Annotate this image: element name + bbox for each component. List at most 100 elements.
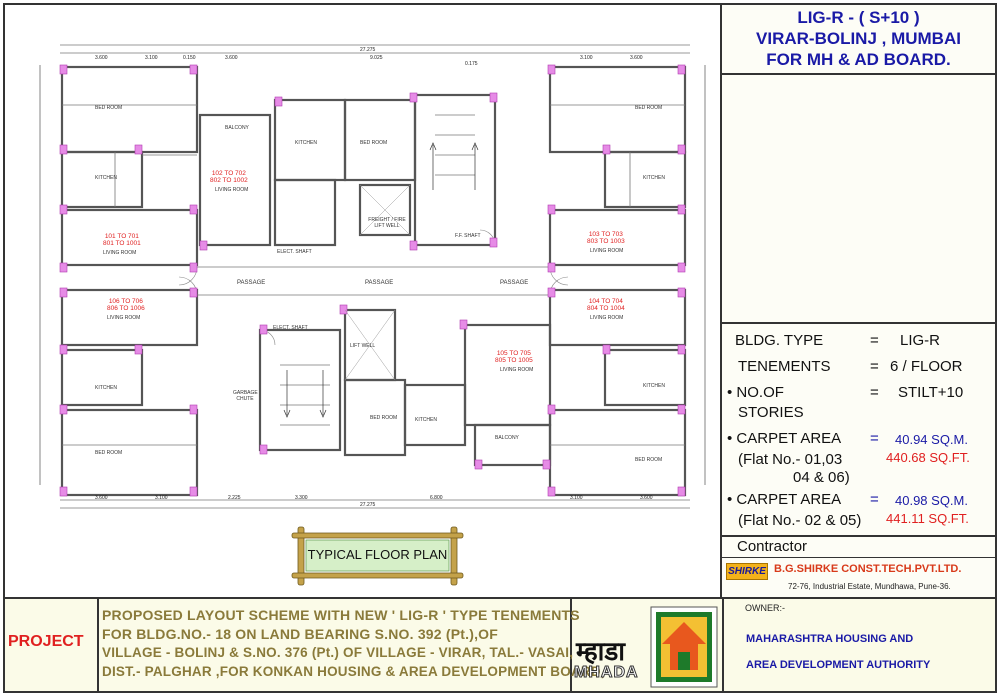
bottom-dim-6: 3.100 [570,495,583,501]
bottom-dim-7: 3.600 [640,495,653,501]
floor-plan-area: 27.275 27.275 3.600 3.100 0.150 3.600 9.… [5,5,720,597]
project-line-1: PROPOSED LAYOUT SCHEME WITH NEW ' LIG-R … [102,607,580,623]
room-balcony: BALCONY [225,125,249,131]
mhada-house-logo-icon [650,606,718,688]
stories-label-2: STORIES [738,404,804,421]
bottom-dim-4: 3.300 [295,495,308,501]
mhada-devanagari: म्हाडा [576,637,626,667]
floor-plan-caption: TYPICAL FLOOR PLAN [307,547,448,562]
bamboo-frame-icon [291,526,464,586]
top-dim-5: 9.025 [370,55,383,61]
eq-sign: = [870,491,879,508]
room-elect-shaft: ELECT. SHAFT [273,325,308,331]
band-divider [570,598,572,691]
shirke-logo: SHIRKE [726,563,768,580]
room-bed-room: BED ROOM [95,450,123,456]
room-living-room: LIVING ROOM [103,250,137,256]
room-bed-room: BED ROOM [360,140,388,146]
eq-sign: = [870,358,879,375]
top-dim-8: 3.600 [630,55,643,61]
contractor-address: 72-76, Industrial Estate, Mundhawa, Pune… [788,582,951,591]
project-label: PROJECT [8,633,84,650]
bottom-dim-1: 3.600 [95,495,108,501]
room-bed-room: BED ROOM [635,457,663,463]
bottom-dim-5: 6.800 [430,495,443,501]
carpet-area-1-sqm: 40.94 SQ.M. [895,432,968,447]
stories-value: STILT+10 [898,384,964,401]
room-kitchen: KITCHEN [643,175,665,181]
top-dim-2: 3.100 [145,55,158,61]
floor-plan-caption-sign: TYPICAL FLOOR PLAN [290,525,465,587]
eq-sign: = [870,384,879,401]
top-dim-7: 3.100 [580,55,593,61]
room-fire-lift: FREIGHT / FIRE LIFT WELL [368,217,406,229]
owner-line-1: MAHARASHTRA HOUSING AND [746,633,914,645]
room-garbage-chute: GARBAGE CHUTE [233,390,258,402]
eq-sign: = [870,430,879,447]
carpet-area-2-sqm: 40.98 SQ.M. [895,493,968,508]
title-line-2: VIRAR-BOLINJ , MUMBAI [756,29,961,48]
room-kitchen: KITCHEN [95,175,117,181]
project-title-box: LIG-R - ( S+10 ) VIRAR-BOLINJ , MUMBAI F… [722,5,995,75]
bottom-dim-3: 2.225 [228,495,241,501]
bottom-dim-2: 3.100 [155,495,168,501]
room-lift-well: LIFT WELL [350,343,376,349]
carpet-area-2-flats: (Flat No.- 02 & 05) [738,512,862,529]
project-line-3: VILLAGE - BOLINJ & S.NO. 376 (Pt.) OF VI… [102,645,574,660]
eq-sign: = [870,332,879,349]
carpet-area-2-sqft: 441.11 SQ.FT. [886,511,969,526]
room-bed-room: BED ROOM [95,105,123,111]
contractor-heading: Contractor [737,538,808,555]
room-living-room: LIVING ROOM [500,367,534,373]
room-living-room: LIVING ROOM [215,187,249,193]
room-ff-shaft: F.F. SHAFT [455,233,481,239]
room-kitchen: KITCHEN [415,417,437,423]
contractor-divider [722,557,995,558]
title-line-1: LIG-R - ( S+10 ) [797,8,920,27]
tenements-value: 6 / FLOOR [890,358,963,375]
room-kitchen: KITCHEN [295,140,317,146]
overall-width-dim: 27.275 [360,47,376,53]
bldg-type-label: BLDG. TYPE [735,332,824,349]
room-passage: PASSAGE [237,280,266,286]
carpet-area-1-sqft: 440.68 SQ.FT. [886,450,970,465]
top-dim-4: 3.600 [225,55,238,61]
band-divider [722,598,724,691]
owner-line-2: AREA DEVELOPMENT AUTHORITY [746,659,931,671]
room-living-room: LIVING ROOM [107,315,141,321]
mhada-latin: MHADA [574,664,639,682]
carpet-area-1-flats-2: 04 & 06) [793,469,850,486]
room-living-room: LIVING ROOM [590,248,624,254]
title-line-3: FOR MH & AD BOARD. [766,50,951,69]
band-divider [97,598,99,691]
floor-plan-drawing [39,44,706,509]
room-kitchen: KITCHEN [643,383,665,389]
room-elect-shaft: ELECT. SHAFT [277,249,312,255]
carpet-area-1-label: • CARPET AREA [727,430,842,447]
spec-divider [722,322,995,324]
room-passage: PASSAGE [500,280,529,286]
room-kitchen: KITCHEN [95,385,117,391]
project-line-2: FOR BLDG.NO.- 18 ON LAND BEARING S.NO. 3… [102,626,499,642]
title-block-panel [720,5,995,597]
project-line-4: DIST.- PALGHAR ,FOR KONKAN HOUSING & ARE… [102,664,605,679]
room-balcony: BALCONY [495,435,519,441]
carpet-area-1-flats: (Flat No.- 01,03 [738,451,843,468]
room-passage: PASSAGE [365,280,394,286]
owner-label: OWNER:- [745,603,785,613]
top-dim-3: 0.150 [183,55,196,61]
room-bed-room: BED ROOM [635,105,663,111]
top-dim-6: 0.175 [465,61,478,67]
contractor-divider-top [722,535,995,537]
project-band [5,597,995,691]
room-bed-room: BED ROOM [370,415,398,421]
tenements-label: TENEMENTS [738,358,831,375]
stories-label: • NO.OF [727,384,784,401]
contractor-name: B.G.SHIRKE CONST.TECH.PVT.LTD. [774,563,962,575]
